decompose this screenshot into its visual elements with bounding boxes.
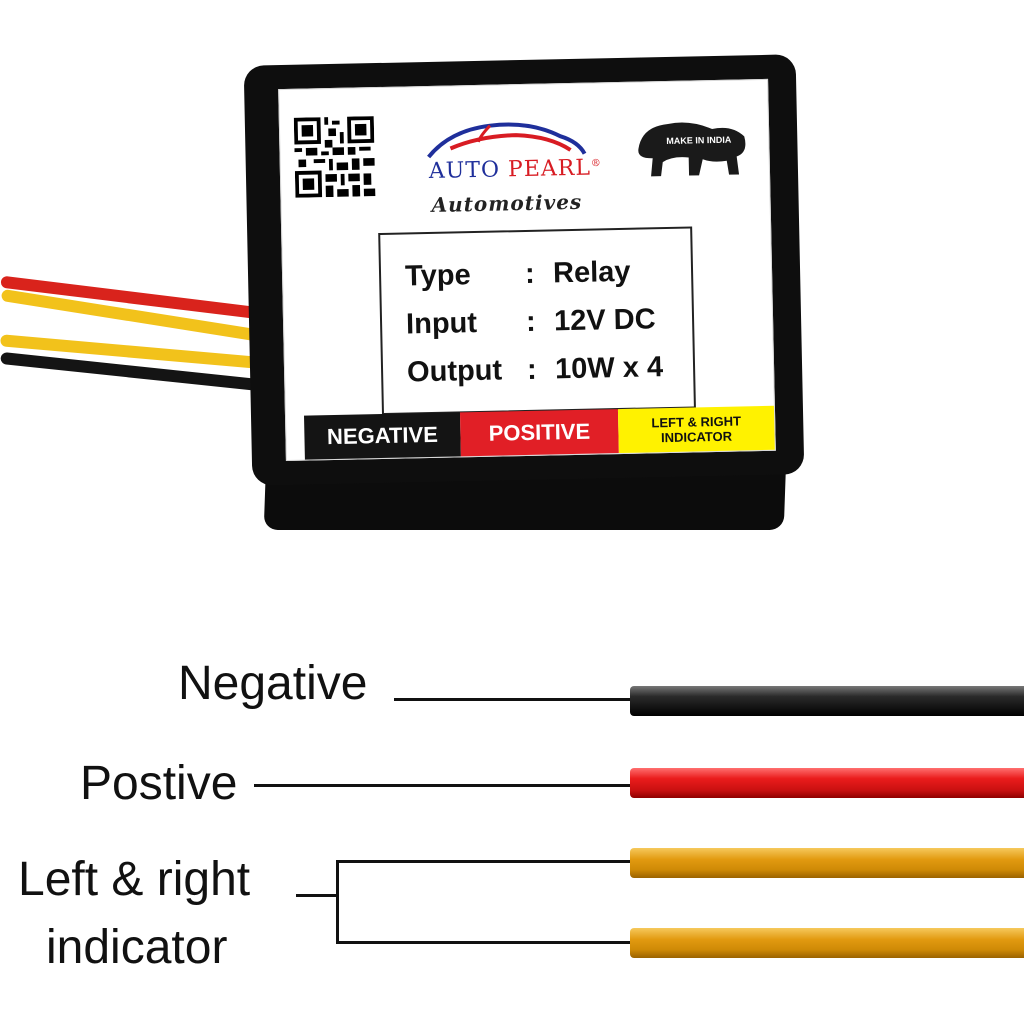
brand-name-part1: AUTO — [428, 157, 501, 184]
make-in-india-text: MAKE IN INDIA — [666, 135, 732, 146]
legend-positive-label: Postive — [80, 757, 238, 810]
legend-indicator-label-line2: indicator — [46, 921, 228, 974]
leader-bracket — [336, 860, 339, 944]
leader-line-indicator-right — [336, 941, 630, 944]
wire-indicator-left — [630, 848, 1024, 878]
car-outline-icon — [427, 122, 587, 159]
band-positive: POSITIVE — [459, 409, 619, 457]
module-body: AUTO PEARL® Automotives MAKE IN INDIA Ty… — [243, 54, 805, 486]
legend-indicator-label-line1: Left & right — [18, 853, 251, 906]
wire-indicator-right — [630, 928, 1024, 958]
qr-code-icon — [293, 116, 376, 198]
spec-key: Type — [404, 259, 471, 293]
spec-value: 12V DC — [553, 303, 656, 338]
spec-row-type: Type:Relay — [404, 255, 631, 293]
wire-negative — [630, 686, 1024, 716]
brand-subtitle: Automotives — [431, 189, 583, 217]
wire-positive — [630, 768, 1024, 798]
spec-value: 10W x 4 — [554, 351, 664, 386]
brand-name-part2: PEARL — [507, 155, 592, 183]
leader-line-indicator-left — [336, 860, 630, 863]
spec-key: Input — [405, 307, 478, 341]
spec-row-output: Output:10W x 4 — [406, 351, 664, 389]
brand-name: AUTO PEARL® — [429, 155, 603, 184]
spec-key: Output — [406, 354, 503, 389]
lion-icon: MAKE IN INDIA — [638, 122, 746, 177]
leader-line-negative — [394, 698, 630, 701]
legend-negative-label: Negative — [178, 657, 368, 710]
module-label: AUTO PEARL® Automotives MAKE IN INDIA Ty… — [278, 78, 776, 462]
registered-mark: ® — [590, 158, 602, 170]
leader-line-indicator — [296, 894, 338, 897]
relay-module: AUTO PEARL® Automotives MAKE IN INDIA Ty… — [0, 54, 805, 530]
spec-value: Relay — [552, 255, 631, 290]
spec-table: Type:Relay Input:12V DC Output:10W x 4 — [378, 226, 696, 416]
band-indicator-line2: INDICATOR — [660, 428, 733, 446]
spec-row-input: Input:12V DC — [405, 303, 656, 341]
band-negative: NEGATIVE — [304, 412, 461, 460]
leader-line-positive — [254, 784, 630, 787]
